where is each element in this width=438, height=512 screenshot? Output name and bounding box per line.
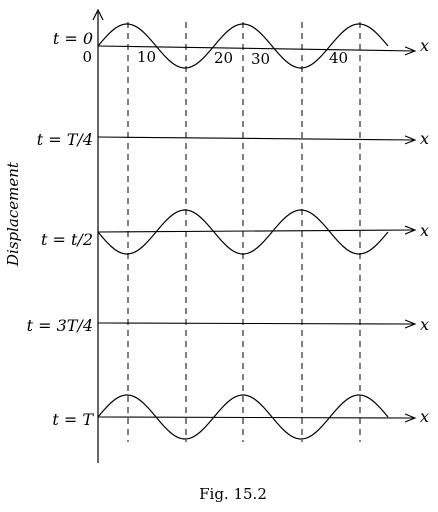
time-label-row-4: t = 3T/4 <box>27 316 93 335</box>
time-label-row-1: t = 0 <box>53 29 93 48</box>
x-axis-arrowhead-row-4 <box>404 319 417 329</box>
x-axis-row-2 <box>97 136 416 141</box>
tick-label-40: 40 <box>329 49 348 67</box>
x-label-row-1: x <box>420 36 429 55</box>
wave-curve-row-1 <box>97 23 389 69</box>
wave-row-2 <box>97 135 417 145</box>
x-axis-arrowhead-row-5 <box>404 413 417 423</box>
x-axis-arrowhead-row-3 <box>404 225 417 235</box>
x-label-row-3: x <box>420 221 429 240</box>
x-axis-arrowhead-row-2 <box>404 135 417 145</box>
x-axis-row-4 <box>97 322 416 325</box>
wave-row-4 <box>97 319 417 329</box>
x-axis-arrowhead-row-1 <box>404 46 417 56</box>
tick-label-0: 0 <box>82 48 92 66</box>
x-axis-row-1 <box>97 45 416 52</box>
wave-curve-row-5 <box>97 394 389 440</box>
x-label-row-5: x <box>420 407 429 426</box>
x-axis-row-3 <box>97 229 416 233</box>
wave-rows <box>97 23 417 440</box>
tick-label-30: 30 <box>251 50 270 68</box>
wave-row-5 <box>97 394 417 440</box>
time-label-row-2: t = T/4 <box>37 130 93 149</box>
wave-row-1 <box>97 23 417 69</box>
wave-row-3 <box>97 209 417 255</box>
time-label-row-3: t = t/2 <box>41 230 93 249</box>
time-label-row-5: t = T <box>52 410 94 429</box>
tick-label-10: 10 <box>137 48 156 66</box>
tick-label-20: 20 <box>214 49 233 67</box>
x-axis-row-5 <box>97 416 416 419</box>
figure-caption: Fig. 15.2 <box>199 485 267 503</box>
vertical-axis-arrowhead <box>92 8 104 21</box>
x-label-row-4: x <box>420 315 429 334</box>
x-label-row-2: x <box>420 129 429 148</box>
wave-curve-row-3 <box>97 209 389 255</box>
y-axis-label: Displacement <box>4 161 22 267</box>
